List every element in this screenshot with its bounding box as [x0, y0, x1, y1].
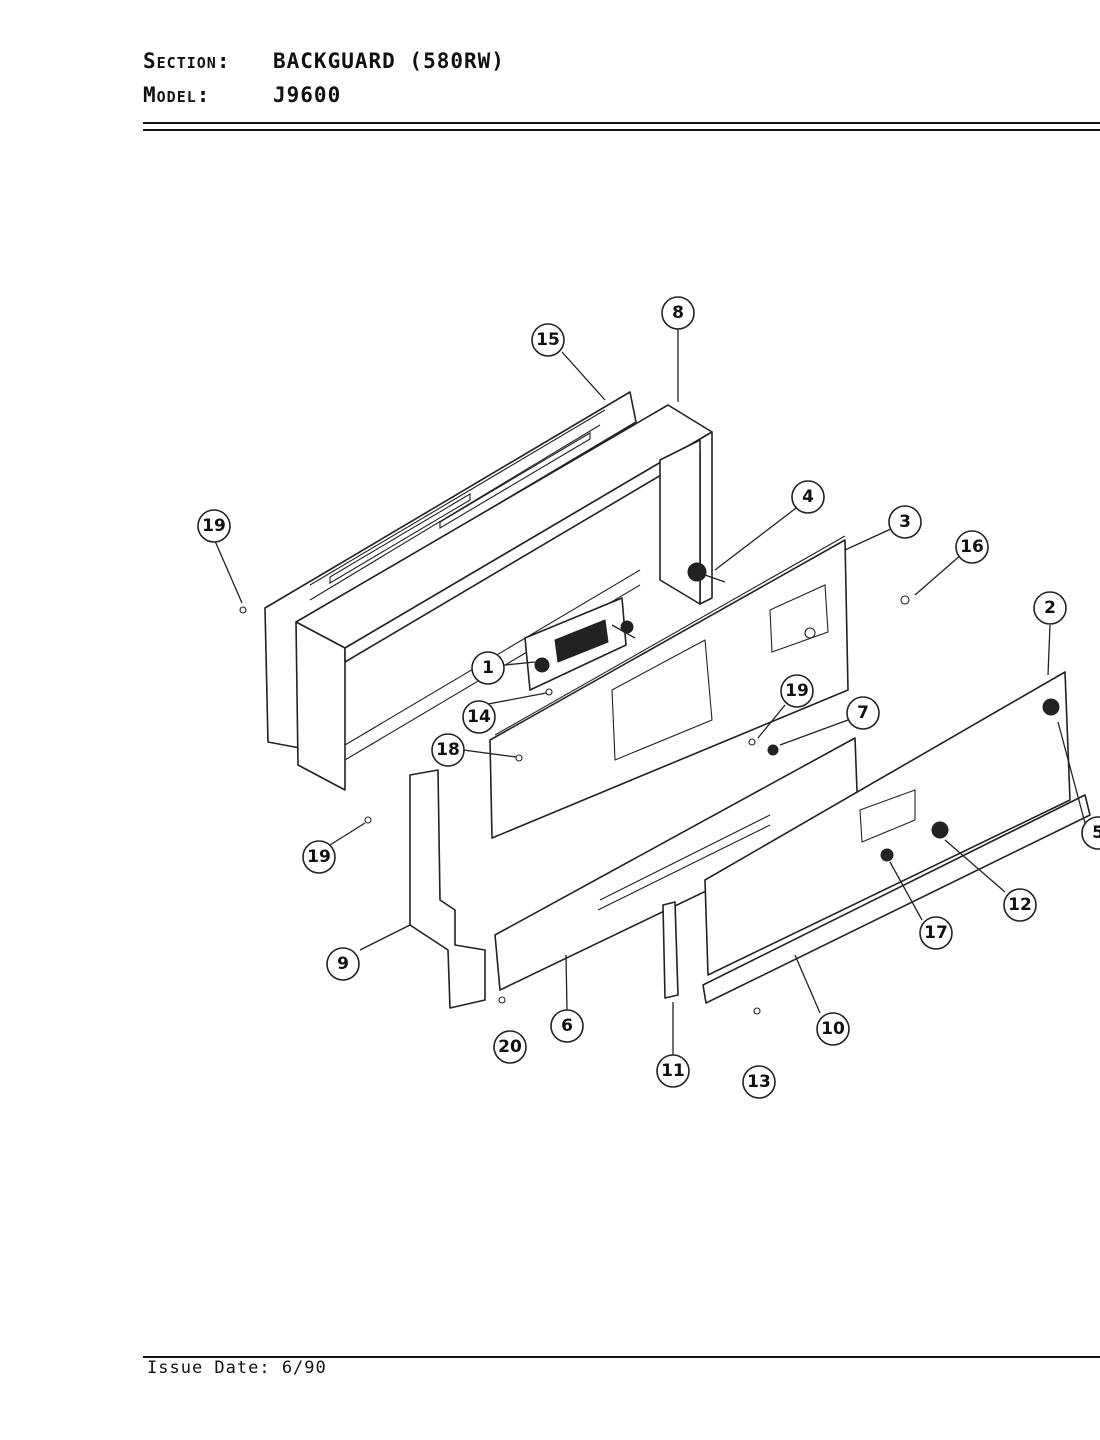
svg-text:4: 4: [802, 487, 814, 507]
callout-17: 17: [919, 916, 953, 950]
callout-18: 18: [431, 733, 465, 767]
callout-14: 14: [462, 700, 496, 734]
svg-text:6: 6: [561, 1016, 573, 1036]
header-rule-top: [143, 122, 1100, 124]
svg-text:19: 19: [307, 847, 331, 867]
callout-20: 20: [493, 1030, 527, 1064]
svg-text:14: 14: [467, 707, 491, 727]
callout-19-upper-left: 19: [197, 509, 231, 543]
footer-rule: [143, 1356, 1100, 1358]
svg-text:19: 19: [202, 516, 226, 536]
svg-text:16: 16: [960, 537, 984, 557]
model-line: Model: J9600: [143, 78, 505, 112]
section-line: Section: BACKGUARD (580RW): [143, 44, 505, 78]
section-label: Section:: [143, 49, 231, 73]
page-header: Section: BACKGUARD (580RW) Model: J9600: [143, 44, 505, 112]
callout-15: 15: [531, 323, 565, 357]
callout-10: 10: [816, 1012, 850, 1046]
callout-11: 11: [656, 1054, 690, 1088]
part-1-clock-module: [524, 597, 636, 691]
part-9-side-bracket: [409, 769, 486, 1009]
leader-lines: [214, 325, 1086, 1055]
part-10-trim: [702, 794, 1091, 1004]
svg-text:19: 19: [785, 681, 809, 701]
svg-text:20: 20: [498, 1037, 522, 1057]
svg-text:2: 2: [1044, 598, 1056, 618]
knob-parts: [880, 821, 949, 862]
svg-text:17: 17: [924, 923, 948, 943]
section-value: BACKGUARD (580RW): [273, 49, 505, 73]
callout-1: 1: [471, 651, 505, 685]
svg-text:3: 3: [899, 512, 911, 532]
callout-7: 7: [846, 696, 880, 730]
header-rule-bottom: [143, 129, 1100, 131]
svg-text:13: 13: [747, 1072, 771, 1092]
svg-text:9: 9: [337, 954, 349, 974]
issue-date: Issue Date: 6/90: [147, 1358, 327, 1378]
callout-3: 3: [888, 505, 922, 539]
svg-text:8: 8: [672, 303, 684, 323]
svg-text:10: 10: [821, 1019, 845, 1039]
callout-19-lower-left: 19: [302, 840, 336, 874]
callout-5: 5: [1081, 816, 1100, 850]
callout-9: 9: [326, 947, 360, 981]
screws: [239, 595, 910, 1015]
svg-text:5: 5: [1092, 823, 1100, 843]
callout-6: 6: [550, 1009, 584, 1043]
part-2-front-panel: [704, 671, 1071, 976]
part-11-spacer: [662, 901, 679, 999]
svg-text:18: 18: [436, 740, 460, 760]
callout-19-middle: 19: [780, 674, 814, 708]
model-label: Model:: [143, 83, 211, 107]
callout-2: 2: [1033, 591, 1067, 625]
svg-text:12: 12: [1008, 895, 1032, 915]
callout-12: 12: [1003, 888, 1037, 922]
callout-4: 4: [791, 480, 825, 514]
svg-text:1: 1: [482, 658, 494, 678]
callout-16: 16: [955, 530, 989, 564]
svg-text:11: 11: [661, 1061, 685, 1081]
part-8-frame: [295, 404, 713, 791]
part-4-switch: [687, 562, 726, 583]
svg-text:15: 15: [536, 330, 560, 350]
model-value: J9600: [273, 83, 342, 107]
part-3-control-panel: [489, 535, 849, 839]
callout-8: 8: [661, 296, 695, 330]
svg-text:7: 7: [857, 703, 869, 723]
callout-13: 13: [742, 1065, 776, 1099]
